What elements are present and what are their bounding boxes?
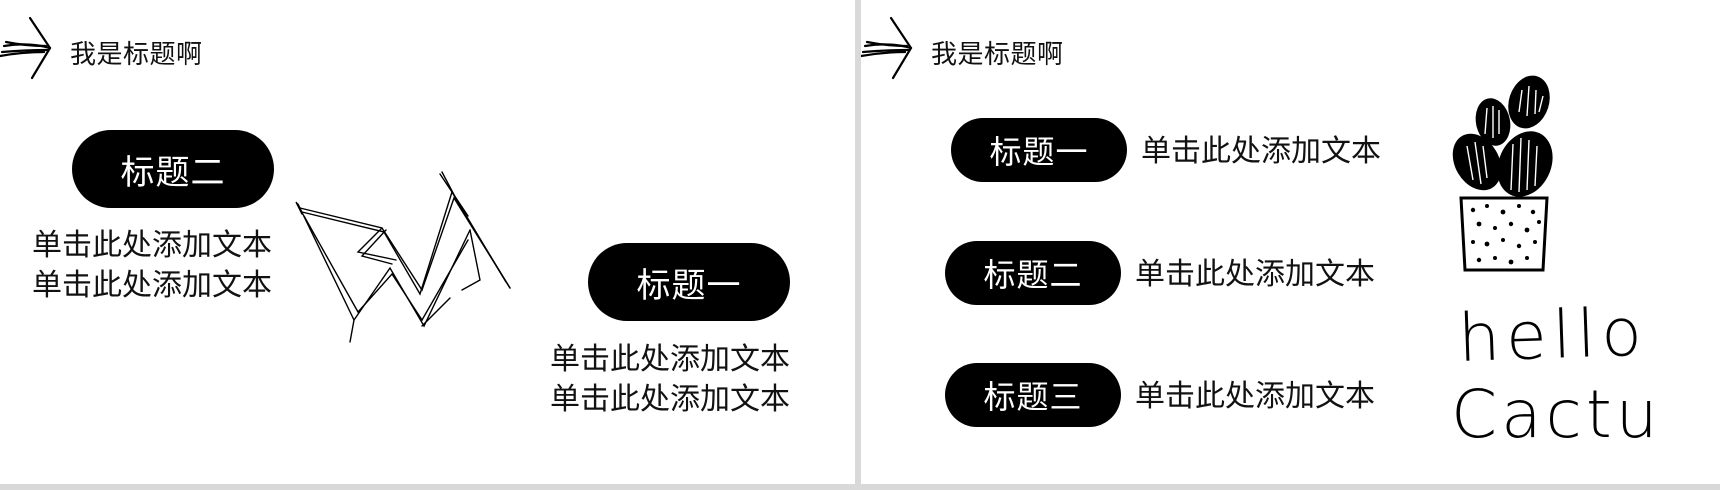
text-line: 单击此处添加文本 — [550, 382, 790, 417]
sketch-arrow-icon — [861, 16, 913, 80]
sketch-arrow-icon — [0, 16, 52, 80]
page-title: 我是标题啊 — [931, 40, 1064, 70]
slide-header: 我是标题啊 — [861, 8, 1161, 80]
slide-right: 我是标题啊 标题一 单击此处添加文本 标题二 单击此处添加文本 标题三 单击此处… — [861, 0, 1720, 484]
heading-pill: 标题一 — [588, 243, 790, 321]
sketch-zigzag-arrow-icon — [295, 171, 511, 343]
heading-pill: 标题二 — [72, 130, 274, 208]
heading-pill: 标题二 — [945, 241, 1121, 305]
body-text: 单击此处添加文本 单击此处添加文本 — [32, 226, 272, 306]
heading-pill: 标题一 — [951, 118, 1127, 182]
hello-cactus-lettering-icon: hello Cactus. — [1451, 305, 1661, 453]
svg-text:hello: hello — [1457, 305, 1649, 377]
text-line: 单击此处添加文本 — [32, 268, 272, 303]
slide-left: 我是标题啊 标题二 单击此处添加文本 单击此处添加文本 标题一 单击此处添加文本… — [0, 0, 855, 484]
row-text: 单击此处添加文本 — [1135, 257, 1375, 292]
cactus-pot-icon — [1452, 75, 1553, 272]
heading-pill: 标题三 — [945, 363, 1121, 427]
body-text: 单击此处添加文本 单击此处添加文本 — [550, 340, 790, 420]
slide-header: 我是标题啊 — [0, 8, 300, 80]
text-line: 单击此处添加文本 — [32, 228, 272, 263]
text-line: 单击此处添加文本 — [550, 342, 790, 377]
row-text: 单击此处添加文本 — [1135, 379, 1375, 414]
svg-text:Cactus.: Cactus. — [1451, 376, 1661, 453]
page-title: 我是标题啊 — [70, 40, 203, 70]
row-text: 单击此处添加文本 — [1141, 134, 1381, 169]
